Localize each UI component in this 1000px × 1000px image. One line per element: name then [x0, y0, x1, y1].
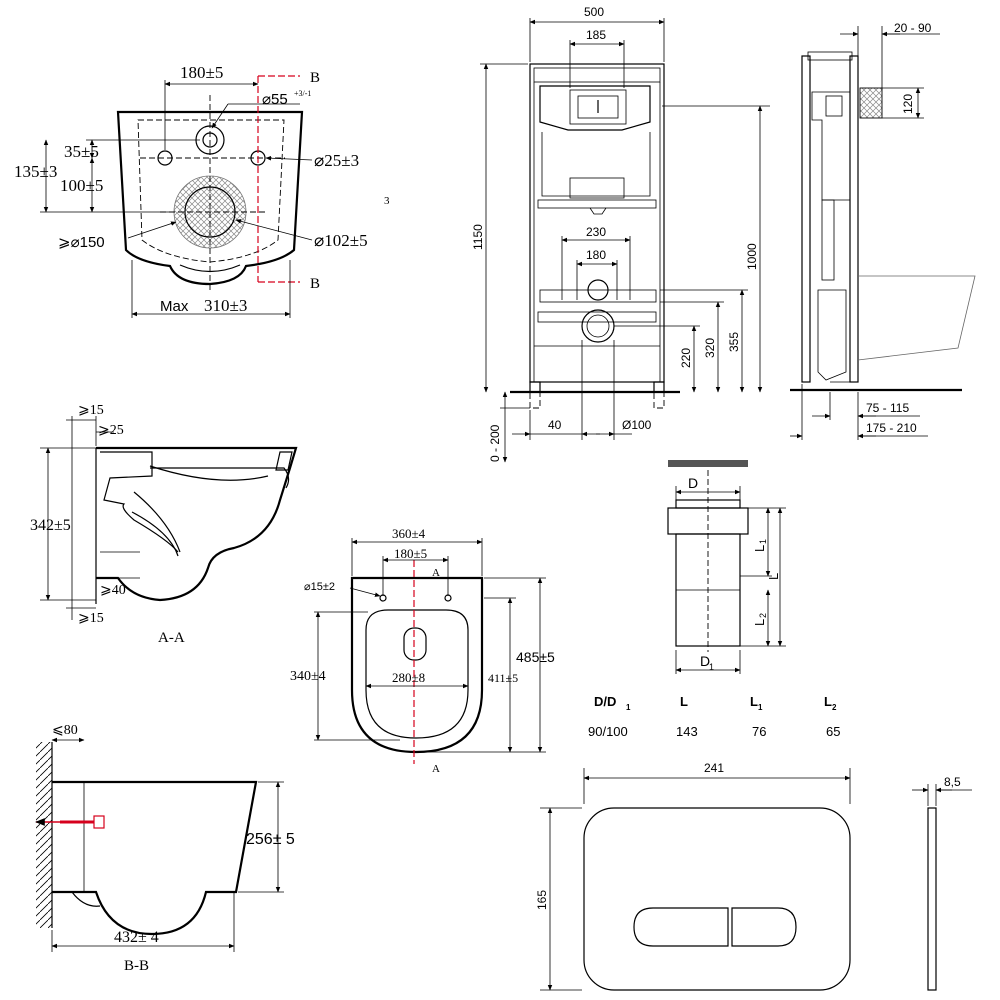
plan-dim-485: 485±5 — [516, 649, 555, 665]
section-b-b: ⩽80 256± 5 432± 4 B-B — [35, 723, 295, 974]
cistern — [539, 85, 651, 131]
frame-width: 500 — [584, 5, 604, 19]
plan-view: A A 360±4 180±5 ⌀15±2 485±5 340±4 280±8 … — [290, 526, 555, 775]
side-cistern — [811, 91, 851, 201]
flush-plate: 241 165 8,5 — [535, 761, 972, 991]
svg-text:1: 1 — [758, 539, 768, 544]
section-marker-b-top: B — [310, 70, 320, 86]
flush-button-left — [633, 907, 729, 947]
dim-55: ⌀55 — [262, 91, 288, 108]
table-header-d: D/D — [594, 694, 616, 709]
svg-text:1: 1 — [709, 662, 714, 672]
section-aa-outline — [96, 446, 298, 602]
bb-dim-432: 432± 4 — [114, 929, 159, 946]
aa-dim-40: ⩾40 — [100, 583, 126, 598]
dim-355: 355 — [727, 332, 741, 352]
plate-height: 165 — [535, 890, 549, 910]
dim-20-90: 20 - 90 — [894, 21, 932, 35]
height-1000: 1000 — [745, 243, 759, 270]
pipe-connector: D D 1 L 1 L 2 L D/D 1 L L 1 L 2 90/100 1… — [588, 460, 840, 739]
pipe-diameter: Ø100 — [622, 418, 652, 432]
aa-dim-15-bottom: ⩾15 — [78, 611, 104, 626]
dim-102: ⌀102±5 — [314, 231, 368, 250]
dim-55-tolerance: +3/-1 — [294, 89, 311, 98]
aa-dim-25: ⩾25 — [98, 423, 124, 438]
side-flush-valve — [859, 87, 883, 119]
section-marker-b-bottom: B — [310, 276, 320, 292]
dim-75-115: 75 - 115 — [866, 401, 909, 415]
svg-text:1: 1 — [758, 703, 763, 712]
bb-dim-80: ⩽80 — [52, 723, 78, 738]
section-line-b — [257, 75, 300, 283]
plan-section-marker-bottom: A — [432, 763, 440, 775]
svg-text:1: 1 — [626, 703, 631, 712]
plan-section-marker-top: A — [432, 567, 440, 579]
frame-front-view: 500 185 1150 1000 230 180 355 320 220 — [471, 5, 770, 463]
plate-side — [927, 807, 937, 991]
dim-220: 220 — [679, 348, 693, 368]
dim-120: 120 — [901, 94, 915, 114]
dim-180-top: 180±5 — [180, 63, 223, 82]
wall-hatch — [36, 742, 52, 928]
aa-dim-15-top: ⩾15 — [78, 403, 104, 418]
frame-outline — [529, 63, 665, 383]
section-aa-label: A-A — [158, 630, 185, 646]
dim-320: 320 — [703, 338, 717, 358]
connector-cap — [668, 460, 748, 467]
top-view: B B 180±5 ⌀55 +3/-1 35±5 135±3 100±5 ⌀25… — [14, 63, 390, 318]
dim-180-frame: 180 — [586, 248, 606, 262]
table-header-l2: L — [824, 694, 832, 709]
bb-dim-256: 256± 5 — [246, 831, 295, 848]
dim-150: ⩾⌀150 — [58, 234, 105, 251]
flush-plate-outline — [583, 807, 851, 991]
table-header-l1: L — [750, 694, 758, 709]
top-view-outline — [116, 110, 304, 286]
plate-thickness: 8,5 — [944, 775, 961, 789]
flush-button-right — [731, 907, 797, 947]
plan-dim-180: 180±5 — [394, 546, 427, 561]
frame-side-view: 20 - 90 120 75 - 115 175 - 210 — [790, 21, 976, 440]
section-bb-outline — [52, 780, 258, 936]
dim-310: 310±3 — [204, 296, 247, 315]
tank-width: 185 — [586, 28, 606, 42]
dim-135: 135±3 — [14, 162, 57, 181]
plan-dim-15: ⌀15±2 — [304, 581, 335, 593]
dim-100: 100±5 — [60, 176, 103, 195]
leg-range: 0 - 200 — [488, 424, 502, 462]
plan-outline — [350, 576, 484, 754]
svg-text:2: 2 — [758, 613, 768, 618]
plan-dim-360: 360±4 — [392, 526, 426, 541]
connector-label-l1: L — [752, 545, 767, 552]
table-cell-l1: 76 — [752, 724, 766, 739]
dim-max-prefix: Max — [160, 298, 189, 315]
section-bb-label: B-B — [124, 958, 149, 974]
height-1150: 1150 — [471, 224, 485, 250]
connector-label-d: D — [688, 475, 698, 491]
connector-label-d1: D — [700, 653, 710, 669]
plan-dim-411: 411±5 — [488, 671, 518, 685]
dim-175-210: 175 - 210 — [866, 421, 917, 435]
aa-dim-342: 342±5 — [30, 517, 71, 534]
connector-label-l: L — [766, 573, 781, 580]
inlet-pipe — [587, 279, 609, 301]
plate-width: 241 — [704, 761, 724, 775]
table-cell-d: 90/100 — [588, 724, 628, 739]
dim-230: 230 — [586, 225, 606, 239]
table-header-l: L — [680, 694, 688, 709]
svg-text:2: 2 — [832, 703, 837, 712]
dim-25: ⌀25±3 — [314, 151, 359, 170]
table-cell-l: 143 — [676, 724, 698, 739]
dim-35: 35±5 — [64, 142, 99, 161]
stray-mark: 3 — [384, 195, 390, 207]
plan-dim-340: 340±4 — [290, 669, 326, 684]
section-a-a: ⩾15 ⩾25 342±5 ⩾40 ⩾15 A-A — [30, 403, 298, 646]
table-cell-l2: 65 — [826, 724, 840, 739]
plan-dim-280: 280±8 — [392, 670, 425, 685]
dim-40-frame: 40 — [548, 418, 562, 432]
connector-label-l2: L — [752, 619, 767, 626]
